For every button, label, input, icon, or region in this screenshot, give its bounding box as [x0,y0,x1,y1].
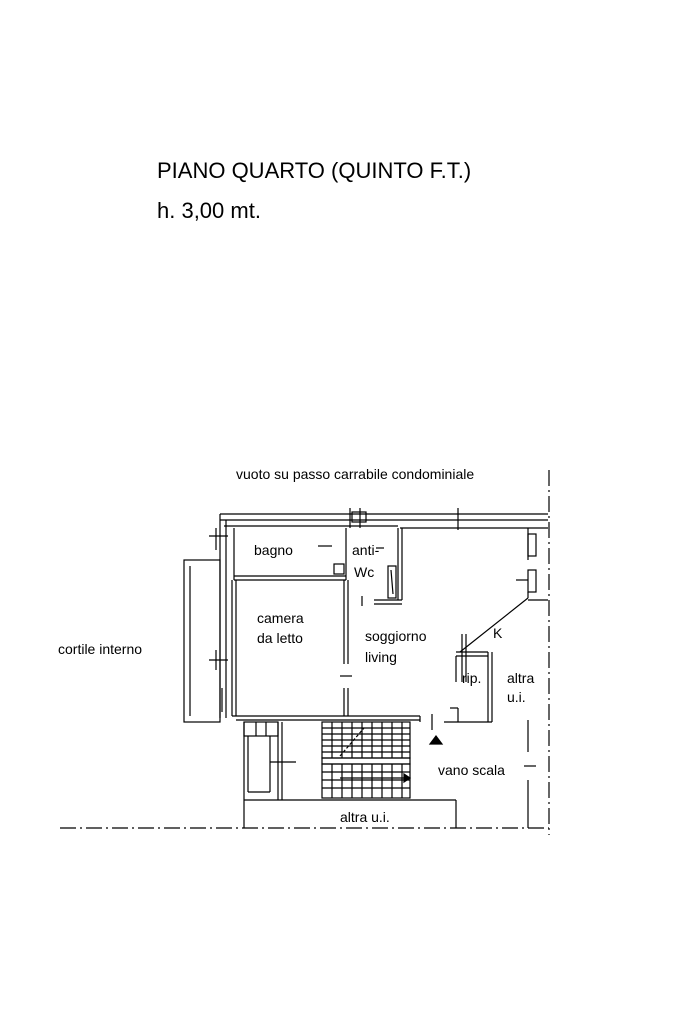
label-other-unit-bottom: altra u.i. [340,809,390,825]
wall-stairwell [243,721,457,828]
floor-height: h. 3,00 mt. [157,198,261,223]
label-courtyard: cortile interno [58,641,142,657]
label-other-unit-right-line-1: altra [507,670,534,686]
label-living-line-1: soggiorno [365,628,427,644]
label-living-line-2: living [365,649,397,665]
label-bedroom-line-1: camera [257,610,304,626]
label-stairwell: vano scala [438,762,505,778]
plan-title: PIANO QUARTO (QUINTO F.T.) [157,158,472,183]
label-kitchen: K [493,625,503,641]
entrance-arrow [428,735,444,745]
wall-top [220,508,548,530]
label-other-unit-right-line-2: u.i. [507,689,526,705]
label-storage: rip. [462,670,481,686]
label-top-void: vuoto su passo carrabile condominiale [236,466,474,482]
wall-bathroom-bedroom [233,528,347,581]
label-wc: Wc [354,564,374,580]
wall-kitchen [431,528,548,752]
wall-bedroom [221,580,421,722]
wall-left [209,514,228,718]
stair-treads [321,721,412,799]
anti-wc-block [333,528,403,606]
label-bedroom-line-2: da letto [257,630,303,646]
balcony-left [183,559,221,723]
label-anti: anti- [352,542,380,558]
label-bathroom: bagno [254,542,293,558]
